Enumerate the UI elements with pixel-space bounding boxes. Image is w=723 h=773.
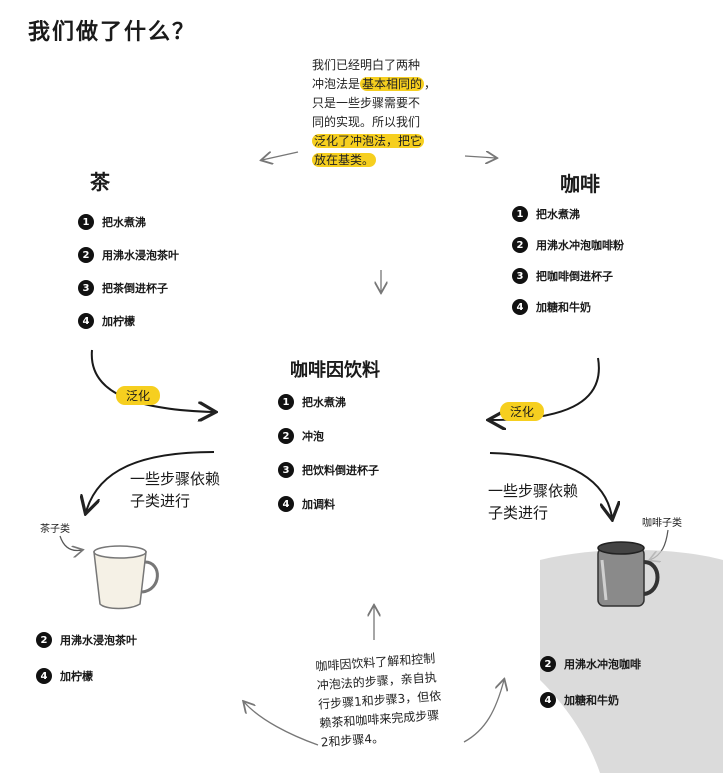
top-note: 我们已经明白了两种 冲泡法是基本相同的， 只是一些步骤需要不 同的实现。所以我们… — [312, 56, 472, 170]
note-arrow-right — [464, 156, 496, 158]
tea-title: 茶 — [90, 170, 110, 194]
top-note-line: 泛化了冲泡法，把它 — [312, 132, 472, 151]
depend-left-arrow — [86, 451, 215, 512]
coffee-title: 咖啡 — [560, 172, 600, 196]
top-note-line: 冲泡法是基本相同的， — [312, 77, 437, 91]
top-note-line: 同的实现。所以我们 — [312, 115, 421, 129]
top-note-line: 只是一些步骤需要不 — [312, 96, 421, 110]
depend-right-arrow — [489, 452, 612, 518]
page-title: 我们做了什么？ — [28, 20, 197, 45]
watermark-blob — [540, 549, 723, 773]
tea-label-arrow — [59, 535, 82, 550]
generalize-left-tag: 泛化 — [116, 386, 161, 405]
bottom-arrow-right — [463, 680, 504, 743]
highlight: 泛化了冲泡法，把它 — [312, 134, 425, 148]
top-note-line: 我们已经明白了两种 — [312, 58, 421, 72]
depend-right-note: 一些步骤依赖 子类进行 — [488, 482, 579, 522]
base-title: 咖啡因饮料 — [290, 360, 380, 381]
top-note-line: 放在基类。 — [312, 151, 472, 170]
generalize-right-tag: 泛化 — [500, 402, 545, 421]
coffee-mug-icon — [597, 541, 660, 607]
highlight: 放在基类。 — [312, 153, 377, 167]
coffee-subclass-label: 咖啡子类 — [642, 518, 682, 529]
bottom-arrow-left — [244, 702, 319, 746]
bottom-note: 咖啡因饮料了解和控制 冲泡法的步骤，亲自执 行步骤1和步骤3，但依 赖茶和咖啡来… — [315, 651, 442, 750]
highlight: 基本相同的 — [360, 77, 425, 91]
tea-subclass-label: 茶子类 — [40, 524, 70, 535]
depend-left-note: 一些步骤依赖 子类进行 — [130, 470, 221, 510]
tea-mug-icon — [93, 545, 159, 610]
note-arrow-left — [262, 151, 299, 160]
